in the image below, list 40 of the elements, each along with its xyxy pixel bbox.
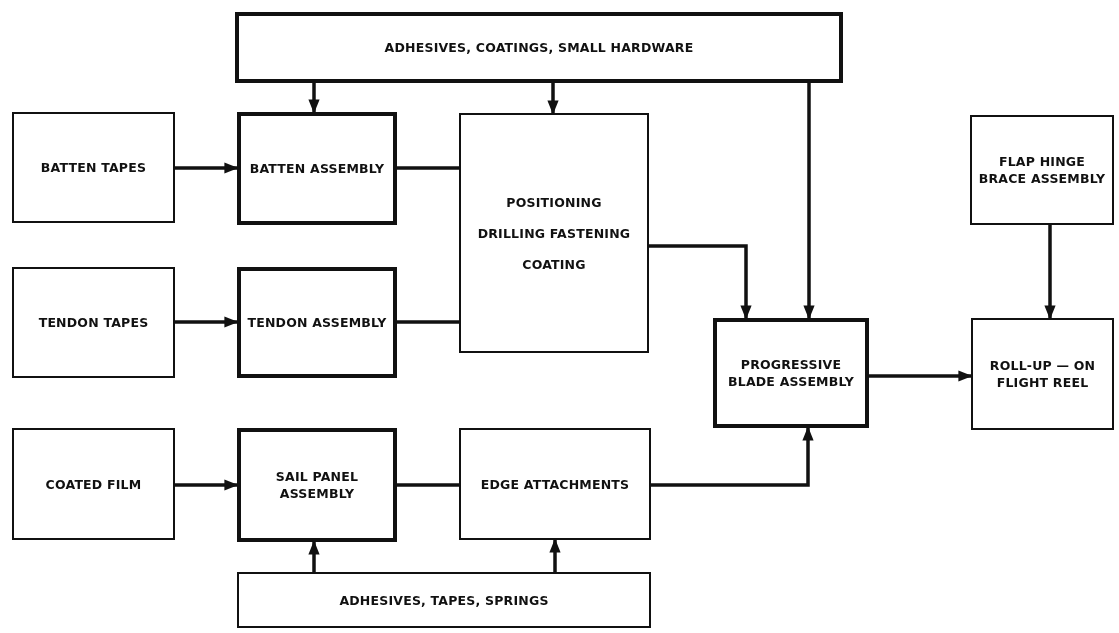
box-label: SAIL PANEL ASSEMBLY (274, 468, 360, 502)
box-label: ROLL-UP — ON FLIGHT REEL (988, 357, 1097, 391)
box-label: FLAP HINGE BRACE ASSEMBLY (978, 153, 1106, 187)
box-label: BATTEN TAPES (40, 159, 147, 176)
arrow (651, 426, 814, 487)
process-box (237, 267, 397, 378)
box-label: TENDON TAPES (38, 314, 149, 331)
arrow (649, 244, 752, 320)
process-box (971, 318, 1114, 430)
box-label: PROGRESSIVE BLADE ASSEMBLY (727, 356, 855, 390)
process-box (237, 572, 651, 628)
arrow (308, 83, 320, 114)
arrow (308, 540, 320, 572)
arrow (1044, 225, 1056, 320)
process-box (235, 12, 843, 83)
box-label: BATTEN ASSEMBLY (249, 160, 385, 177)
process-box (970, 115, 1114, 225)
box-label: DRILLING FASTENING (477, 224, 631, 242)
box-label: POSITIONING (506, 193, 602, 211)
box-label: TENDON ASSEMBLY (247, 314, 387, 331)
process-box (12, 267, 175, 378)
arrow (175, 479, 239, 491)
process-box (12, 428, 175, 540)
process-box (237, 428, 397, 542)
arrow (175, 162, 239, 174)
box-label: COATING (522, 255, 586, 273)
arrow (803, 83, 815, 320)
process-box (12, 112, 175, 223)
process-box (713, 318, 869, 428)
arrow (175, 316, 239, 328)
box-label: COATED FILM (45, 475, 142, 493)
arrow (869, 370, 973, 382)
box-label: ADHESIVES, TAPES, SPRINGS (339, 591, 549, 609)
process-box (459, 113, 649, 353)
box-label: ADHESIVES, COATINGS, SMALL HARDWARE (384, 39, 694, 56)
arrow (549, 538, 561, 572)
process-box (237, 112, 397, 225)
arrow (547, 83, 559, 115)
process-box (459, 428, 651, 540)
box-label: EDGE ATTACHMENTS (480, 475, 630, 493)
